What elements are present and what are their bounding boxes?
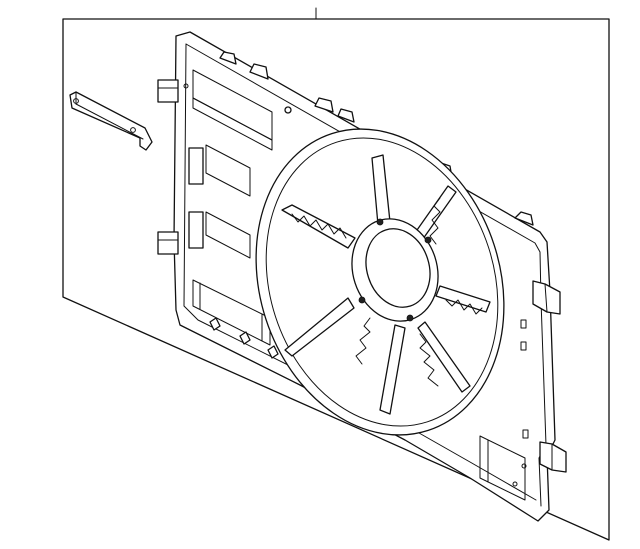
lower-right-housing — [479, 435, 526, 501]
left-mounting-tabs — [157, 79, 179, 255]
frame-rivet — [183, 83, 189, 89]
left-vent-openings — [188, 69, 273, 346]
assembly-plate-outline — [62, 18, 610, 541]
spoke-ribs — [291, 197, 483, 387]
fan-shroud-assembly — [157, 31, 567, 522]
top-fastener — [284, 106, 292, 114]
motor-hub-inner — [365, 228, 431, 308]
right-side-slots — [512, 319, 529, 487]
bottom-frame-tabs — [209, 317, 279, 359]
fan-spokes — [281, 154, 491, 415]
right-mounting-tabs — [532, 280, 567, 473]
fan-ring-inner — [265, 137, 499, 427]
mounting-bracket — [69, 91, 153, 151]
hub-mount-holes — [358, 218, 432, 322]
